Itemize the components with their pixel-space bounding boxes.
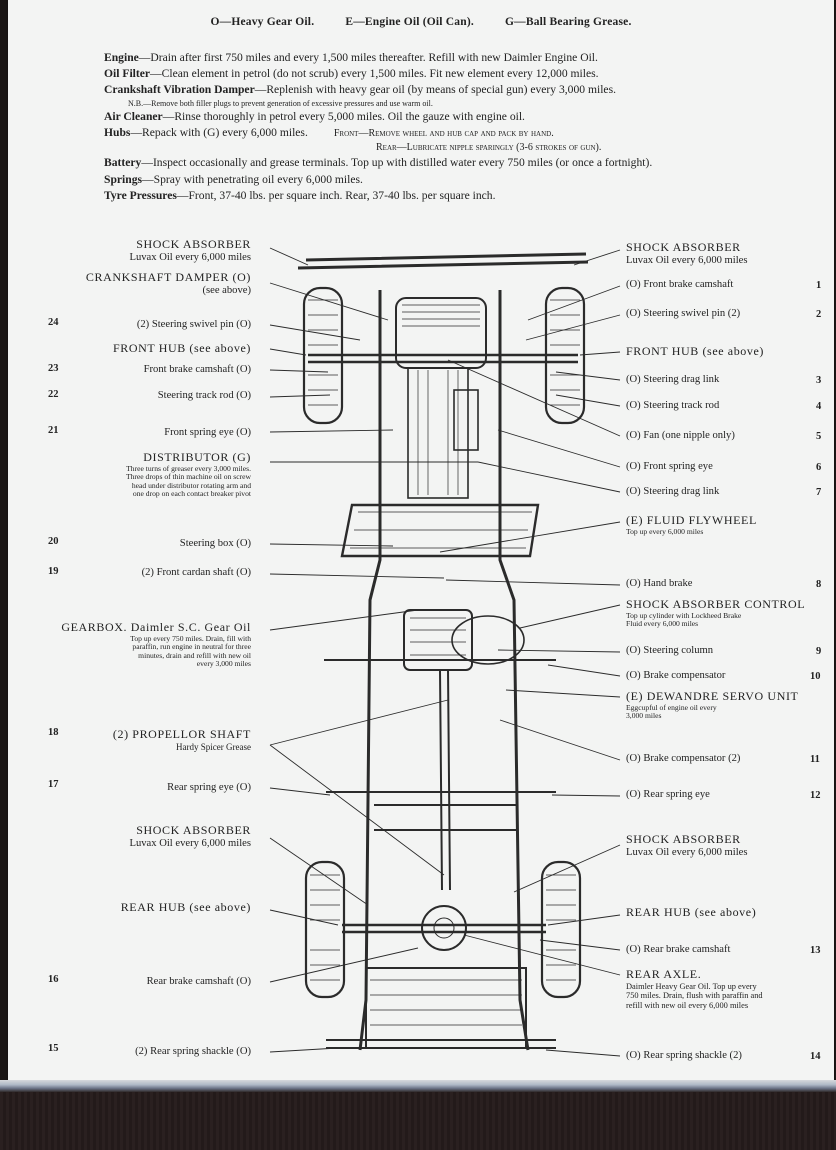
instruction-crankshaft-damper: Crankshaft Vibration Damper—Replenish wi… — [104, 83, 616, 97]
legend-heavy-gear-oil: O—Heavy Gear Oil. — [210, 16, 315, 28]
left-label-rear-spring-shackle: (2) Rear spring shackle (O) — [135, 1046, 251, 1057]
point-number-1: 1 — [816, 280, 822, 291]
rear-right-wheel — [540, 860, 582, 999]
point-number-11: 11 — [810, 754, 820, 765]
chassis-frame-left — [358, 290, 382, 1051]
left-leader-lines — [269, 247, 478, 1053]
right-label-rear-hub: REAR HUB (see above) — [626, 905, 757, 919]
rear-cross-members — [326, 791, 556, 831]
point-number-17: 17 — [48, 779, 59, 790]
scanner-edge-band — [0, 1080, 836, 1092]
right-label-shock-absorber-front: SHOCK ABSORBER Luvax Oil every 6,000 mil… — [626, 240, 748, 266]
right-label-steering-track-rod: (O) Steering track rod — [626, 400, 720, 411]
right-label-shock-absorber-rear: SHOCK ABSORBER Luvax Oil every 6,000 mil… — [626, 832, 748, 858]
point-number-2: 2 — [816, 309, 822, 320]
chassis-diagram — [269, 247, 621, 1057]
left-label-rear-hub: REAR HUB (see above) — [120, 900, 251, 914]
right-label-front-brake-camshaft: (O) Front brake camshaft — [626, 279, 734, 290]
point-number-13: 13 — [810, 945, 821, 956]
right-label-hand-brake: (O) Hand brake — [626, 578, 693, 589]
point-number-5: 5 — [816, 431, 822, 442]
point-number-18: 18 — [48, 727, 59, 738]
general-instructions: Engine—Drain after first 750 miles and e… — [104, 50, 804, 204]
right-label-rear-spring-eye: (O) Rear spring eye — [626, 789, 710, 800]
point-number-19: 19 — [48, 566, 59, 577]
fluid-flywheel-crossmember — [340, 503, 540, 558]
engine-block — [395, 297, 487, 499]
right-label-dewandre-servo-unit: (E) DEWANDRE SERVO UNIT Eggcupful of eng… — [626, 689, 799, 721]
legend-ball-bearing-grease: G—Ball Bearing Grease. — [505, 16, 632, 28]
left-label-shock-absorber-rear: SHOCK ABSORBER Luvax Oil every 6,000 mil… — [129, 823, 251, 849]
left-label-front-spring-eye: Front spring eye (O) — [164, 427, 251, 438]
point-number-7: 7 — [816, 487, 822, 498]
gearbox — [324, 609, 556, 671]
left-label-front-brake-camshaft: Front brake camshaft (O) — [143, 364, 251, 375]
instruction-crankshaft-note: N.B.—Remove both filler plugs to prevent… — [128, 98, 433, 108]
right-label-brake-compensator-a: (O) Brake compensator — [626, 670, 726, 681]
point-number-9: 9 — [816, 646, 822, 657]
rear-left-wheel — [304, 860, 346, 999]
chassis-frame-right — [498, 290, 530, 1051]
left-label-distributor: DISTRIBUTOR (G) Three turns of greaser e… — [125, 450, 251, 499]
point-number-16: 16 — [48, 974, 59, 985]
rear-axle — [342, 905, 546, 951]
right-label-steering-swivel-pin: (O) Steering swivel pin (2) — [626, 308, 741, 319]
right-label-steering-column: (O) Steering column — [626, 645, 714, 656]
left-label-rear-brake-camshaft: Rear brake camshaft (O) — [146, 976, 251, 987]
right-label-front-spring-eye: (O) Front spring eye — [626, 461, 713, 472]
propellor-shaft — [439, 669, 451, 891]
point-number-4: 4 — [816, 401, 822, 412]
left-label-crankshaft-damper: CRANKSHAFT DAMPER (O) (see above) — [85, 270, 251, 296]
instruction-hubs: Hubs—Repack with (G) every 6,000 miles.F… — [104, 126, 554, 140]
left-label-steering-swivel-pin: (2) Steering swivel pin (O) — [136, 319, 251, 330]
right-label-brake-compensator-b: (O) Brake compensator (2) — [626, 753, 741, 764]
front-cross-beam — [297, 252, 589, 270]
point-number-22: 22 — [48, 389, 59, 400]
lubrication-chart-page: O—Heavy Gear Oil. E—Engine Oil (Oil Can)… — [8, 0, 834, 1080]
right-label-fan: (O) Fan (one nipple only) — [626, 430, 735, 441]
point-number-21: 21 — [48, 425, 59, 436]
left-label-propellor-shaft: (2) PROPELLOR SHAFT Hardy Spicer Grease — [112, 727, 251, 752]
point-number-14: 14 — [810, 1051, 821, 1062]
point-number-10: 10 — [810, 671, 821, 682]
point-number-24: 24 — [48, 317, 59, 328]
scanner-background — [0, 1092, 836, 1150]
right-label-rear-brake-camshaft: (O) Rear brake camshaft — [626, 944, 731, 955]
right-label-steering-drag-link-a: (O) Steering drag link — [626, 374, 720, 385]
right-label-front-hub: FRONT HUB (see above) — [626, 344, 765, 358]
front-axle — [308, 353, 578, 364]
instruction-hubs-rear: Rear—Lubricate nipple sparingly (3-6 str… — [376, 142, 602, 154]
point-number-6: 6 — [816, 462, 822, 473]
right-leader-lines — [439, 249, 621, 1057]
right-label-steering-drag-link-b: (O) Steering drag link — [626, 486, 720, 497]
point-number-8: 8 — [816, 579, 822, 590]
lubricant-legend: O—Heavy Gear Oil. E—Engine Oil (Oil Can)… — [8, 16, 834, 28]
right-label-fluid-flywheel: (E) FLUID FLYWHEEL Top up every 6,000 mi… — [626, 513, 757, 536]
instruction-engine: Engine—Drain after first 750 miles and e… — [104, 51, 598, 64]
right-label-shock-absorber-control: SHOCK ABSORBER CONTROL Top up cylinder w… — [626, 597, 806, 629]
instruction-battery: Battery—Inspect occasionally and grease … — [104, 156, 653, 170]
instruction-oil-filter: Oil Filter—Clean element in petrol (do n… — [104, 67, 599, 81]
left-label-rear-spring-eye: Rear spring eye (O) — [167, 782, 251, 793]
instruction-tyre-pressures: Tyre Pressures—Front, 37-40 lbs. per squ… — [104, 188, 496, 202]
point-number-12: 12 — [810, 790, 821, 801]
point-number-15: 15 — [48, 1043, 59, 1054]
right-label-rear-axle: REAR AXLE. Daimler Heavy Gear Oil. Top u… — [626, 967, 763, 1010]
left-label-gearbox: GEARBOX. Daimler S.C. Gear Oil Top up ev… — [61, 620, 251, 669]
petrol-tank — [326, 967, 556, 1049]
left-label-steering-track-rod: Steering track rod (O) — [157, 390, 251, 401]
left-label-front-cardan-shaft: (2) Front cardan shaft (O) — [141, 567, 251, 578]
left-label-shock-absorber-front: SHOCK ABSORBER Luvax Oil every 6,000 mil… — [129, 237, 251, 263]
instruction-air-cleaner: Air Cleaner—Rinse thoroughly in petrol e… — [104, 110, 525, 124]
instruction-springs: Springs—Spray with penetrating oil every… — [104, 172, 363, 186]
legend-engine-oil: E—Engine Oil (Oil Can). — [345, 16, 474, 28]
right-label-rear-spring-shackle: (O) Rear spring shackle (2) — [626, 1050, 742, 1061]
point-number-20: 20 — [48, 536, 59, 547]
left-label-front-hub: FRONT HUB (see above) — [112, 341, 251, 355]
point-number-3: 3 — [816, 375, 822, 386]
point-number-23: 23 — [48, 363, 59, 374]
left-label-steering-box: Steering box (O) — [179, 538, 251, 549]
